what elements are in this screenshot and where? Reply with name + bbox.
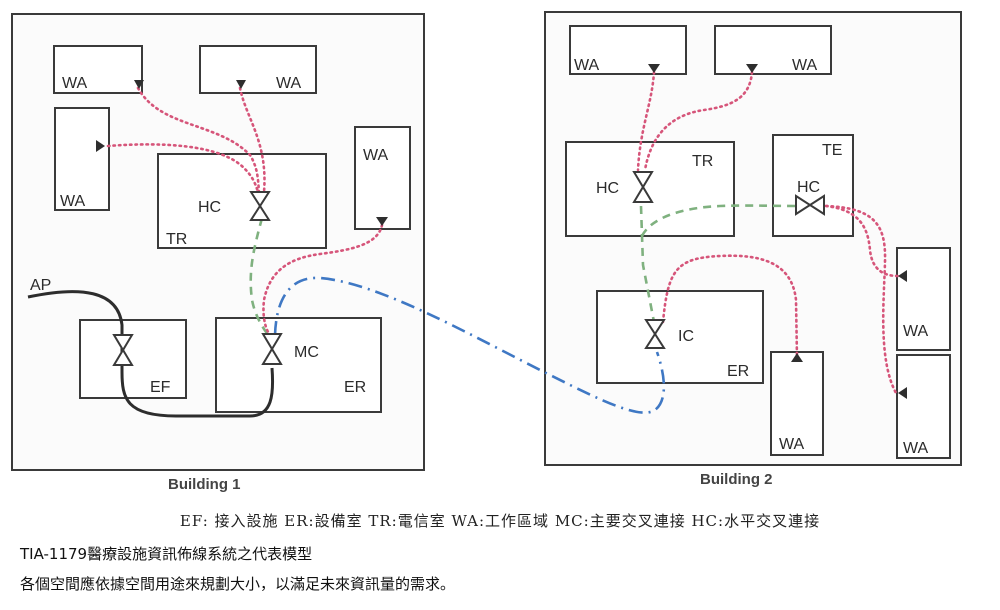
horizontal-cable xyxy=(661,254,799,360)
wa-box xyxy=(354,126,411,230)
building-1: WA WA WA WA TR HC EF ER MC AP Building 1 xyxy=(11,13,425,493)
horizontal-cable xyxy=(824,204,900,278)
outlet-icon xyxy=(96,140,105,152)
cross-connect-icon xyxy=(644,319,666,336)
er-label: ER xyxy=(727,363,749,380)
outlet-icon xyxy=(236,80,246,89)
ef-label: EF xyxy=(150,379,171,396)
horizontal-cable xyxy=(262,223,384,337)
wa-label: WA xyxy=(60,193,86,210)
cross-connect-icon xyxy=(112,334,134,352)
ic-label: IC xyxy=(678,328,694,345)
tr-room xyxy=(157,153,327,249)
horizontal-cable xyxy=(106,143,260,194)
wa-label: WA xyxy=(276,75,302,92)
mc-label: MC xyxy=(294,344,319,361)
wa-label: WA xyxy=(574,57,600,74)
te-label: TE xyxy=(822,142,842,159)
backbone-cable xyxy=(249,217,274,341)
horizontal-cable xyxy=(824,204,898,395)
tr-label: TR xyxy=(166,231,187,248)
caption-title: TIA-1179醫療設施資訊佈線系統之代表模型 xyxy=(20,545,313,563)
wa-label: WA xyxy=(903,323,929,340)
access-provider-cable xyxy=(27,290,275,418)
er-label: ER xyxy=(344,379,366,396)
wa-box xyxy=(896,354,951,459)
wa-box xyxy=(714,25,832,75)
building-2: WA WA TR HC TE HC IC ER WA WA WA Buildin… xyxy=(544,11,962,488)
outlet-icon xyxy=(898,270,907,282)
cross-connect-icon xyxy=(808,194,825,216)
hc-label: HC xyxy=(797,179,820,196)
wa-box xyxy=(770,351,824,456)
cross-connect-icon xyxy=(261,347,283,365)
er-room xyxy=(596,290,764,384)
cross-connect-icon xyxy=(644,332,666,349)
inter-building-backbone xyxy=(273,276,666,414)
backbone-cable xyxy=(640,204,801,237)
outlet-icon xyxy=(746,64,758,73)
cross-connect-icon xyxy=(632,185,654,203)
horizontal-cable xyxy=(636,70,656,172)
outlet-icon xyxy=(898,387,907,399)
tr-label: TR xyxy=(692,153,713,170)
ef-room xyxy=(79,319,187,399)
building-2-outline xyxy=(544,11,962,466)
horizontal-cable xyxy=(643,70,754,172)
wa-box xyxy=(569,25,687,75)
hc-label: HC xyxy=(596,180,619,197)
te-room xyxy=(772,134,854,237)
wa-box xyxy=(896,247,951,351)
cross-connect-icon xyxy=(249,204,271,221)
ap-label: AP xyxy=(30,277,51,294)
outlet-icon xyxy=(791,353,803,362)
outlet-icon xyxy=(134,80,144,89)
tr-room xyxy=(565,141,735,237)
wa-box xyxy=(54,107,110,211)
er-room xyxy=(215,317,382,413)
wa-label: WA xyxy=(363,147,389,164)
cross-connect-icon xyxy=(261,333,283,351)
backbone-cable xyxy=(639,205,656,323)
cross-connect-icon xyxy=(112,348,134,366)
wa-box xyxy=(53,45,143,94)
outlet-icon xyxy=(376,217,388,226)
cross-connect-icon xyxy=(249,191,271,208)
diagram-legend: EF: 接入設施 ER:設備室 TR:電信室 WA:工作區域 MC:主要交叉連接… xyxy=(179,512,821,530)
cross-connect-icon xyxy=(632,171,654,189)
horizontal-cable xyxy=(136,86,261,194)
wa-label: WA xyxy=(779,436,805,453)
wa-box xyxy=(199,45,317,94)
wa-label: WA xyxy=(792,57,818,74)
caption-body: 各個空間應依據空間用途來規劃大小，以滿足未來資訊量的需求。 xyxy=(20,575,456,593)
building-2-label: Building 2 xyxy=(700,471,773,488)
hc-label: HC xyxy=(198,199,221,216)
wa-label: WA xyxy=(903,440,929,457)
cabling-diagram: WA WA WA WA TR HC EF ER MC AP Building 1… xyxy=(11,11,962,493)
horizontal-cable xyxy=(238,86,266,194)
outlet-icon xyxy=(648,64,660,73)
wa-label: WA xyxy=(62,75,88,92)
cross-connect-icon xyxy=(795,194,812,216)
building-1-label: Building 1 xyxy=(168,476,241,493)
